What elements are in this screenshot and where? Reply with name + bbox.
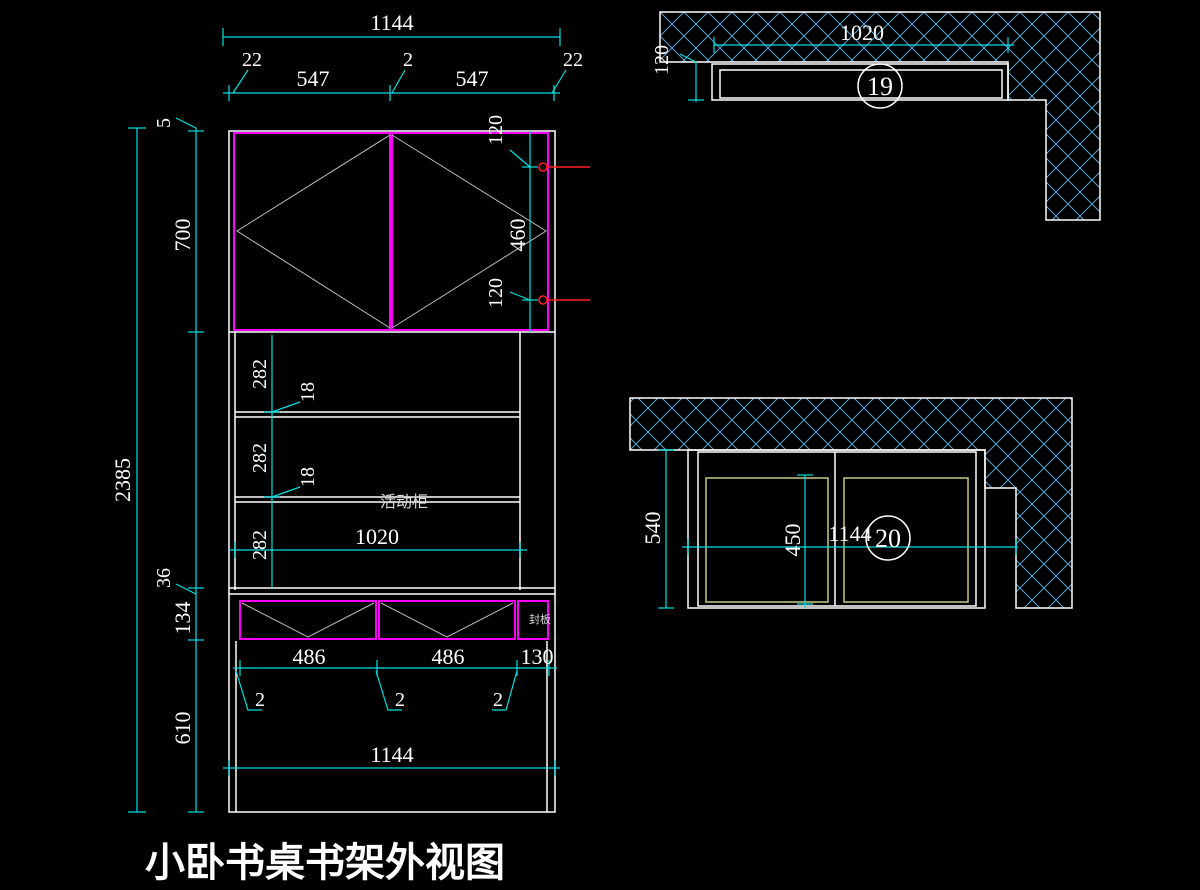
dim-shelf-1: 282 (249, 359, 271, 389)
dim-desk-height: 610 (170, 712, 195, 745)
dim-top-offset: 5 (153, 118, 175, 128)
plan-view-20: 20 1144 540 450 (629, 397, 1073, 609)
drawer-swing-left (241, 602, 375, 638)
dimension-lines (128, 28, 567, 813)
dim-total-height: 2385 (110, 458, 135, 502)
dim-board-1: 18 (297, 382, 319, 402)
drawer-middle (378, 600, 516, 640)
hinge-top (538, 162, 548, 172)
drawer-sealing-board (517, 600, 549, 640)
dim-bottom-width: 1144 (370, 742, 413, 767)
callout-19-label: 19 (867, 72, 893, 101)
dim-drawer-height: 134 (170, 602, 195, 635)
upper-door-right (391, 132, 549, 331)
dim-left-door: 547 (297, 66, 330, 91)
dim-drawer-3: 130 (521, 644, 554, 669)
dim-plan20-depth: 540 (640, 512, 665, 545)
dim-gap-1: 2 (255, 689, 265, 711)
door-swing-right (391, 134, 547, 329)
dim-upper-cabinet: 700 (170, 219, 195, 252)
dim-right-door: 547 (456, 66, 489, 91)
dim-inner-width: 1020 (355, 524, 399, 549)
dim-drawer-1: 486 (293, 644, 326, 669)
dim-hinge-span: 460 (505, 219, 530, 252)
dim-hinge-bottom: 120 (485, 278, 507, 308)
dim-plan20-inner: 450 (780, 524, 805, 557)
hinge-bottom (538, 295, 548, 305)
dim-right-edge: 22 (563, 49, 583, 71)
dim-shelf-2: 282 (249, 443, 271, 473)
dim-drawer-2: 486 (432, 644, 465, 669)
drawer-swing-middle (380, 602, 514, 638)
dim-shelf-3: 282 (249, 530, 271, 560)
note-sealing-board: 封板 (529, 612, 551, 626)
door-swing-left (236, 134, 391, 329)
drawing-title: 小卧书桌书架外视图 (145, 840, 505, 886)
callout-20 (865, 515, 911, 561)
dim-middle-gap: 2 (403, 49, 413, 71)
dim-total-width: 1144 (370, 10, 413, 35)
front-elevation (228, 130, 590, 813)
dim-gap-2: 2 (395, 689, 405, 711)
dim-plan20-width: 1144 (828, 521, 871, 546)
dim-upper-plinth: 36 (153, 568, 175, 588)
dim-plan19-depth: 120 (651, 45, 673, 75)
cabinet-outline (228, 130, 556, 813)
dimension-labels: 1144 22 547 2 547 22 5 2385 700 36 134 6… (110, 10, 583, 767)
dim-gap-3: 2 (493, 689, 503, 711)
dim-left-edge: 22 (242, 49, 262, 71)
drawer-left (239, 600, 377, 640)
dim-hinge-top: 120 (485, 115, 507, 145)
callout-20-label: 20 (875, 524, 901, 553)
note-movable-cabinet: 活动柜 (380, 492, 428, 511)
dim-board-2: 18 (297, 467, 319, 487)
plan-view-19: 19 1020 120 (651, 11, 1101, 221)
callout-19 (857, 63, 903, 109)
dim-plan19-width: 1020 (840, 20, 884, 45)
upper-door-left (233, 132, 391, 331)
